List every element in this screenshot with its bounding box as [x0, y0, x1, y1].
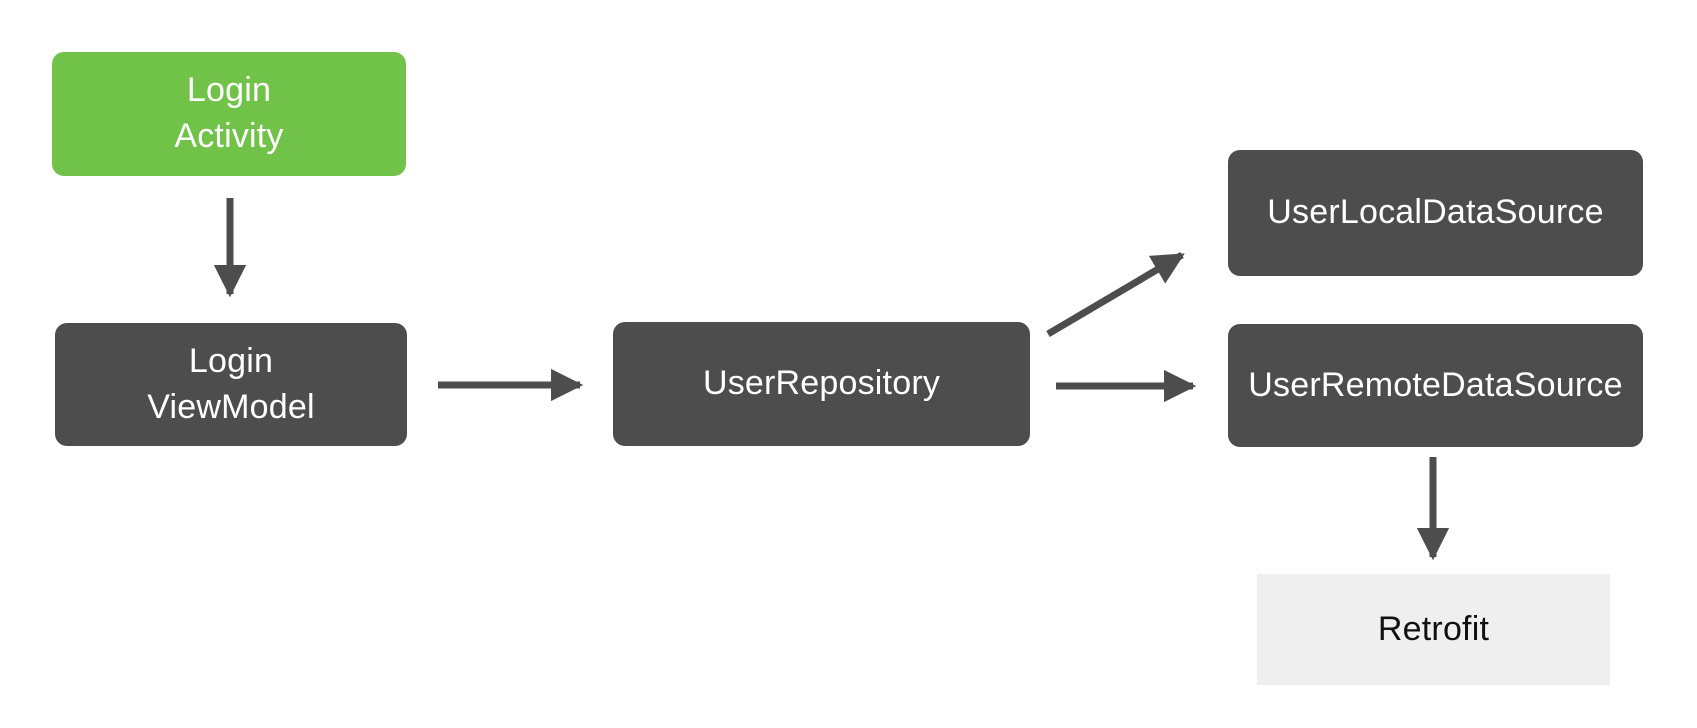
node-retrofit: Retrofit [1257, 574, 1610, 685]
node-login-viewmodel-label: Login ViewModel [147, 341, 315, 426]
node-login-activity-label: Login Activity [174, 71, 284, 155]
node-user-repository-label: UserRepository [702, 364, 941, 403]
arrow-repository-to-local-data-source [1046, 251, 1185, 338]
node-login-activity: Login Activity [52, 52, 406, 176]
node-retrofit-label: Retrofit [1377, 609, 1490, 648]
node-user-remote-data-source: UserRemoteDataSource [1228, 324, 1643, 447]
node-user-local-data-source-label: UserLocalDataSource [1267, 193, 1604, 232]
node-user-remote-data-source-label: UserRemoteDataSource [1248, 365, 1623, 404]
node-user-repository: UserRepository [613, 322, 1030, 446]
node-login-viewmodel: Login ViewModel [55, 323, 407, 446]
node-user-local-data-source: UserLocalDataSource [1228, 150, 1643, 276]
